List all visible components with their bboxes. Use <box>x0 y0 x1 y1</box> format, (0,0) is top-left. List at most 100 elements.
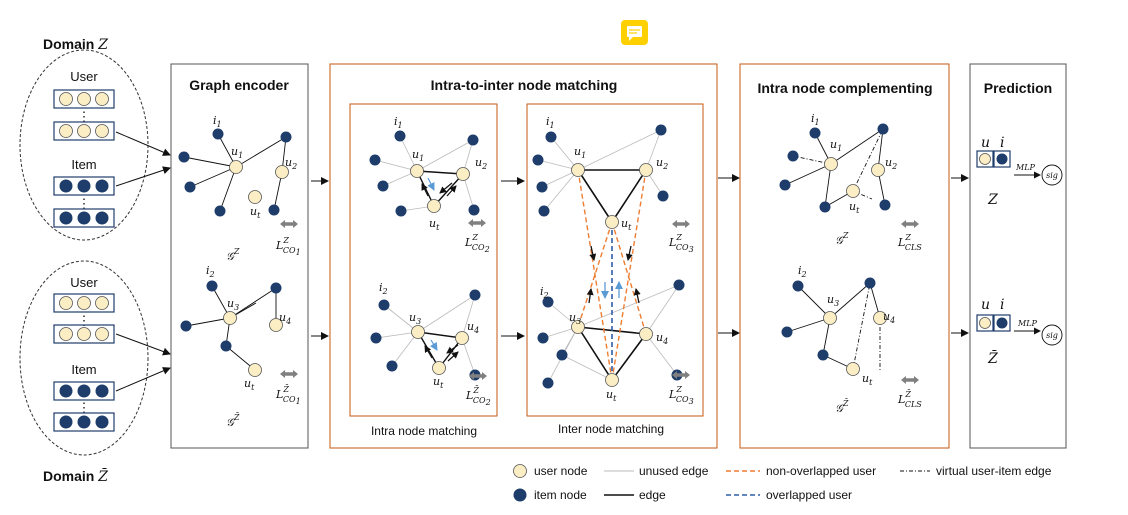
svg-text:edge: edge <box>639 488 666 502</box>
encoder-arrows <box>311 177 329 340</box>
svg-text:i2: i2 <box>206 264 215 279</box>
svg-text:virtual user-item edge: virtual user-item edge <box>936 464 1052 478</box>
graph-encoder-z-graph: i1 u1 u2 ut 𝒢Z <box>178 114 297 263</box>
svg-text:𝒢Z: 𝒢Z <box>835 231 849 247</box>
intra-matching-zbar-graph: i2 u3 u4 ut <box>370 281 481 390</box>
graph-encoder-zbar-graph: i2 u3 u4 ut 𝒢Z̄ <box>180 264 291 429</box>
svg-text:u: u <box>981 297 990 313</box>
prediction-title: Prediction <box>984 80 1052 96</box>
complementing-panel <box>739 63 950 449</box>
svg-text:u2: u2 <box>885 156 897 171</box>
svg-text:ut: ut <box>433 375 444 390</box>
svg-text:Z: Z <box>987 192 998 208</box>
complementing-title: Intra node complementing <box>757 80 932 96</box>
loss-co2-zbar: LZ̄CO2 <box>465 386 491 407</box>
legend-virtual-edge: virtual user-item edge <box>900 464 1052 478</box>
svg-text:i1: i1 <box>213 114 222 129</box>
svg-text:ut: ut <box>429 217 440 232</box>
intra-matching-caption: Intra node matching <box>371 424 477 438</box>
svg-text:u1: u1 <box>830 138 842 153</box>
svg-text:u: u <box>981 135 990 151</box>
prediction-panel <box>969 63 1067 449</box>
svg-text:u3: u3 <box>227 297 239 312</box>
user-embedding-z-2 <box>53 121 115 141</box>
svg-text:𝒢Z: 𝒢Z <box>226 247 240 263</box>
svg-text:i2: i2 <box>379 281 388 296</box>
note-icon[interactable] <box>621 20 648 45</box>
svg-text:MLP: MLP <box>1017 319 1038 328</box>
svg-text:i2: i2 <box>540 285 549 300</box>
svg-text:i1: i1 <box>394 115 403 130</box>
svg-text:i: i <box>1000 297 1004 313</box>
legend-user-node: user node <box>513 464 588 478</box>
legend-edge: edge <box>604 488 666 502</box>
input-arrows <box>115 131 171 392</box>
complement-to-prediction-arrows <box>951 174 969 337</box>
svg-text:u4: u4 <box>883 310 895 325</box>
svg-text:sig: sig <box>1046 331 1058 340</box>
dots: ⋮ <box>78 313 91 328</box>
intra-matching-z-graph: i1 u1 u2 ut <box>369 115 487 232</box>
legend-overlapped: overlapped user <box>726 488 852 502</box>
svg-text:non-overlapped user: non-overlapped user <box>766 464 876 478</box>
svg-text:u3: u3 <box>827 293 839 308</box>
svg-text:ut: ut <box>621 217 632 232</box>
svg-text:u2: u2 <box>656 156 668 171</box>
prediction-zbar: u i MLP sig Z̄ <box>976 297 1063 367</box>
svg-text:ut: ut <box>849 200 860 215</box>
prediction-z: u i MLP sig Z <box>976 135 1063 208</box>
svg-text:ut: ut <box>862 372 873 387</box>
legend: user node item node unused edge edge non… <box>513 464 1052 502</box>
item-embedding-z-2 <box>53 208 115 228</box>
user-label-z: User <box>70 69 98 84</box>
matching-to-complement-arrows <box>718 174 740 337</box>
item-embedding-zbar-1 <box>53 381 115 401</box>
svg-text:u2: u2 <box>285 156 297 171</box>
intra-inter-panel <box>329 63 718 449</box>
inter-matching-graph: i1 u1 u2 ut i2 u3 u4 ut <box>532 115 685 403</box>
svg-text:u1: u1 <box>231 145 243 160</box>
svg-text:u2: u2 <box>475 156 487 171</box>
dots: ⋮ <box>78 196 91 211</box>
domain-z-ellipse <box>19 49 149 241</box>
svg-text:overlapped user: overlapped user <box>766 488 852 502</box>
svg-text:u4: u4 <box>279 311 291 326</box>
svg-text:u3: u3 <box>569 311 581 326</box>
dots: ⋮ <box>78 400 91 415</box>
user-label-zbar: User <box>70 275 98 290</box>
svg-text:user node: user node <box>534 464 588 478</box>
item-label-z: Item <box>71 157 96 172</box>
complementing-z-graph: i1 u1 u2 ut 𝒢Z <box>779 112 897 247</box>
svg-text:ut: ut <box>250 205 261 220</box>
svg-text:sig: sig <box>1046 171 1058 180</box>
loss-co1-zbar: LZ̄CO1 <box>275 385 301 406</box>
svg-text:𝒢Z̄: 𝒢Z̄ <box>226 413 240 429</box>
loss-cls-zbar: LZ̄CLS <box>897 390 922 409</box>
complementing-zbar-graph: i2 u3 u4 ut 𝒢Z̄ <box>781 264 895 415</box>
svg-text:u4: u4 <box>467 320 479 335</box>
domain-z-label: Domain Z <box>43 36 108 53</box>
item-label-zbar: Item <box>71 362 96 377</box>
svg-text:unused edge: unused edge <box>639 464 709 478</box>
svg-text:i1: i1 <box>811 112 820 127</box>
svg-text:ut: ut <box>244 377 255 392</box>
graph-encoder-panel <box>170 63 309 449</box>
svg-text:i1: i1 <box>546 115 555 130</box>
item-embedding-zbar-2 <box>53 412 115 432</box>
svg-text:Z̄: Z̄ <box>987 349 998 367</box>
domain-zbar-ellipse <box>19 260 149 456</box>
intra-to-inter-arrows <box>501 177 525 340</box>
user-embedding-z-1 <box>53 89 115 109</box>
item-embedding-z-1 <box>53 176 115 196</box>
svg-text:u1: u1 <box>574 145 586 160</box>
svg-text:item node: item node <box>534 488 587 502</box>
domain-zbar-label: Domain Z̄ <box>43 467 108 485</box>
svg-text:i: i <box>1000 135 1004 151</box>
inter-matching-caption: Inter node matching <box>558 422 664 436</box>
intra-inter-title: Intra-to-inter node matching <box>431 77 618 93</box>
